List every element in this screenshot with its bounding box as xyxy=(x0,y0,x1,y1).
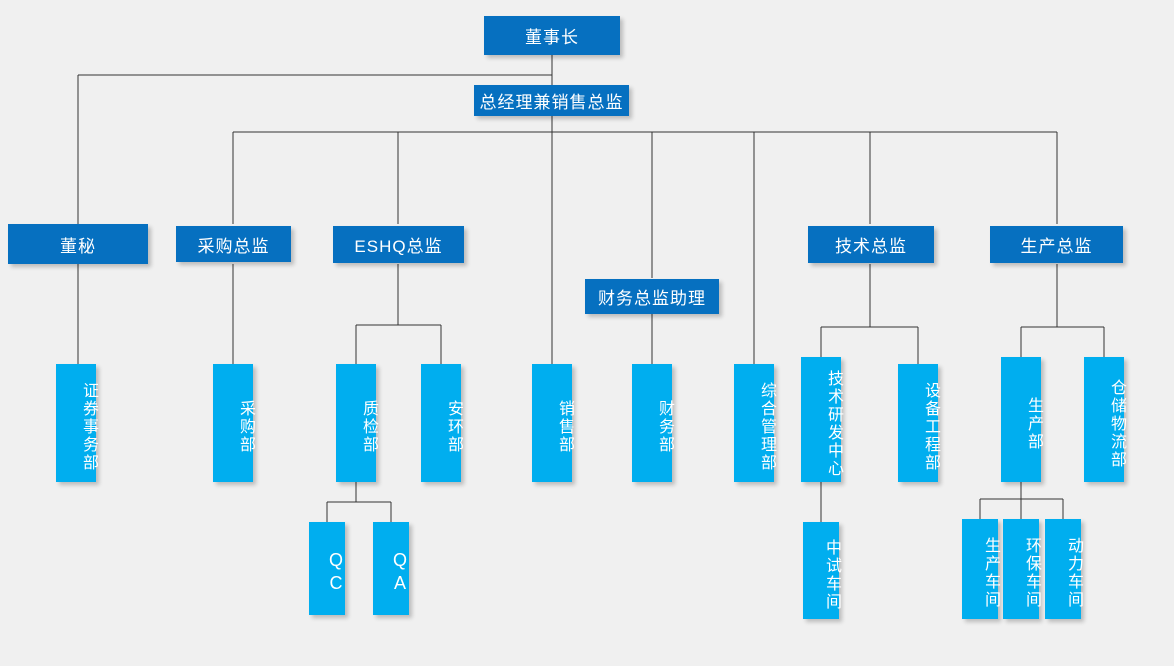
node-quality-inspection-dept-label: 质检部 xyxy=(360,400,377,454)
node-finance-director-assistant-label: 财务总监助理 xyxy=(598,289,706,308)
node-technical-director[interactable]: 技术总监 xyxy=(808,226,934,263)
node-qc-label: QC xyxy=(326,549,346,596)
node-quality-inspection-dept[interactable]: 质检部 xyxy=(336,364,377,482)
node-production-dept-label: 生产部 xyxy=(1025,396,1042,451)
node-sales-dept-label: 销售部 xyxy=(556,400,573,454)
node-securities-affairs-dept[interactable]: 证券事务部 xyxy=(56,364,97,482)
node-power-workshop[interactable]: 动力车间 xyxy=(1045,519,1082,619)
node-power-workshop-label: 动力车间 xyxy=(1065,537,1082,609)
node-gm-sales-director[interactable]: 总经理兼销售总监 xyxy=(474,85,629,116)
node-production-director-label: 生产总监 xyxy=(1020,237,1093,256)
node-purchasing-director-label: 采购总监 xyxy=(197,236,270,256)
node-finance-director-assistant[interactable]: 财务总监助理 xyxy=(585,279,719,314)
node-finance-dept[interactable]: 财务部 xyxy=(632,364,673,482)
node-warehouse-logistics-dept[interactable]: 仓储物流部 xyxy=(1084,357,1125,482)
node-pilot-workshop[interactable]: 中试车间 xyxy=(803,522,840,619)
node-general-management-dept[interactable]: 综合管理部 xyxy=(734,364,775,482)
node-purchasing-dept[interactable]: 采购部 xyxy=(213,364,254,482)
node-qc[interactable]: QC xyxy=(309,522,346,615)
node-purchasing-dept-label: 采购部 xyxy=(237,400,254,454)
node-purchasing-director[interactable]: 采购总监 xyxy=(176,226,291,262)
node-qa-label: QA xyxy=(390,549,410,596)
node-equipment-engineering-dept[interactable]: 设备工程部 xyxy=(898,364,939,482)
node-finance-dept-label: 财务部 xyxy=(656,400,673,454)
node-rd-center[interactable]: 技术研发中心 xyxy=(801,357,842,482)
node-production-director[interactable]: 生产总监 xyxy=(990,226,1123,263)
node-safety-environment-dept[interactable]: 安环部 xyxy=(421,364,462,482)
node-sales-dept[interactable]: 销售部 xyxy=(532,364,573,482)
node-eshq-director-label: ESHQ总监 xyxy=(354,237,443,256)
node-eshq-director[interactable]: ESHQ总监 xyxy=(333,226,464,263)
node-pilot-workshop-label: 中试车间 xyxy=(823,538,840,611)
node-qa[interactable]: QA xyxy=(373,522,410,615)
node-chairman-label: 董事长 xyxy=(525,28,579,47)
node-rd-center-label: 技术研发中心 xyxy=(825,369,842,478)
node-production-workshop-label: 生产车间 xyxy=(982,537,999,609)
node-safety-environment-dept-label: 安环部 xyxy=(445,400,462,454)
node-environmental-workshop[interactable]: 环保车间 xyxy=(1003,519,1040,619)
node-gm-sales-director-label: 总经理兼销售总监 xyxy=(479,93,624,112)
node-production-workshop[interactable]: 生产车间 xyxy=(962,519,999,619)
node-environmental-workshop-label: 环保车间 xyxy=(1023,537,1040,609)
node-warehouse-logistics-dept-label: 仓储物流部 xyxy=(1108,378,1125,469)
node-general-management-dept-label: 综合管理部 xyxy=(758,382,775,472)
node-chairman[interactable]: 董事长 xyxy=(484,16,620,55)
node-securities-affairs-dept-label: 证券事务部 xyxy=(80,382,97,472)
node-equipment-engineering-dept-label: 设备工程部 xyxy=(922,382,939,472)
node-technical-director-label: 技术总监 xyxy=(835,237,907,256)
node-board-secretary-label: 董秘 xyxy=(60,236,96,256)
node-board-secretary[interactable]: 董秘 xyxy=(8,224,148,264)
node-production-dept[interactable]: 生产部 xyxy=(1001,357,1042,482)
